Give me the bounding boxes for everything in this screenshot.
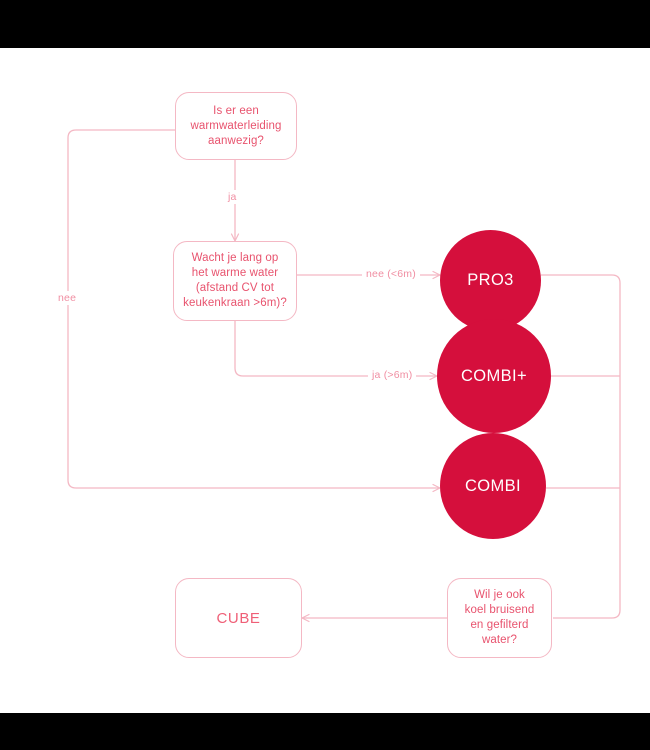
edge-q1-to-combi [67, 129, 441, 493]
edge-label-nee: nee [54, 291, 81, 305]
node-result-combiplus[interactable]: COMBI+ [437, 319, 551, 433]
edge-q2-to-combiplus [234, 321, 438, 381]
letterbox-bottom [0, 713, 650, 750]
node-label: CUBE [216, 609, 261, 627]
node-label: COMBI+ [460, 366, 528, 385]
node-result-pro3[interactable]: PRO3 [440, 230, 541, 331]
edge-pro3-to-q3 [541, 274, 621, 619]
node-label: COMBI [464, 476, 522, 495]
edge-label-ja: ja [224, 190, 241, 204]
edge-label-nee-kleiner-6m: nee (<6m) [362, 267, 420, 281]
connector-layer [67, 129, 621, 623]
letterbox-top [0, 0, 650, 48]
node-result-combi[interactable]: COMBI [440, 433, 546, 539]
node-result-cube[interactable]: CUBE [175, 578, 302, 658]
edge-label-ja-groter-6m: ja (>6m) [368, 368, 417, 382]
node-label: PRO3 [467, 271, 514, 289]
